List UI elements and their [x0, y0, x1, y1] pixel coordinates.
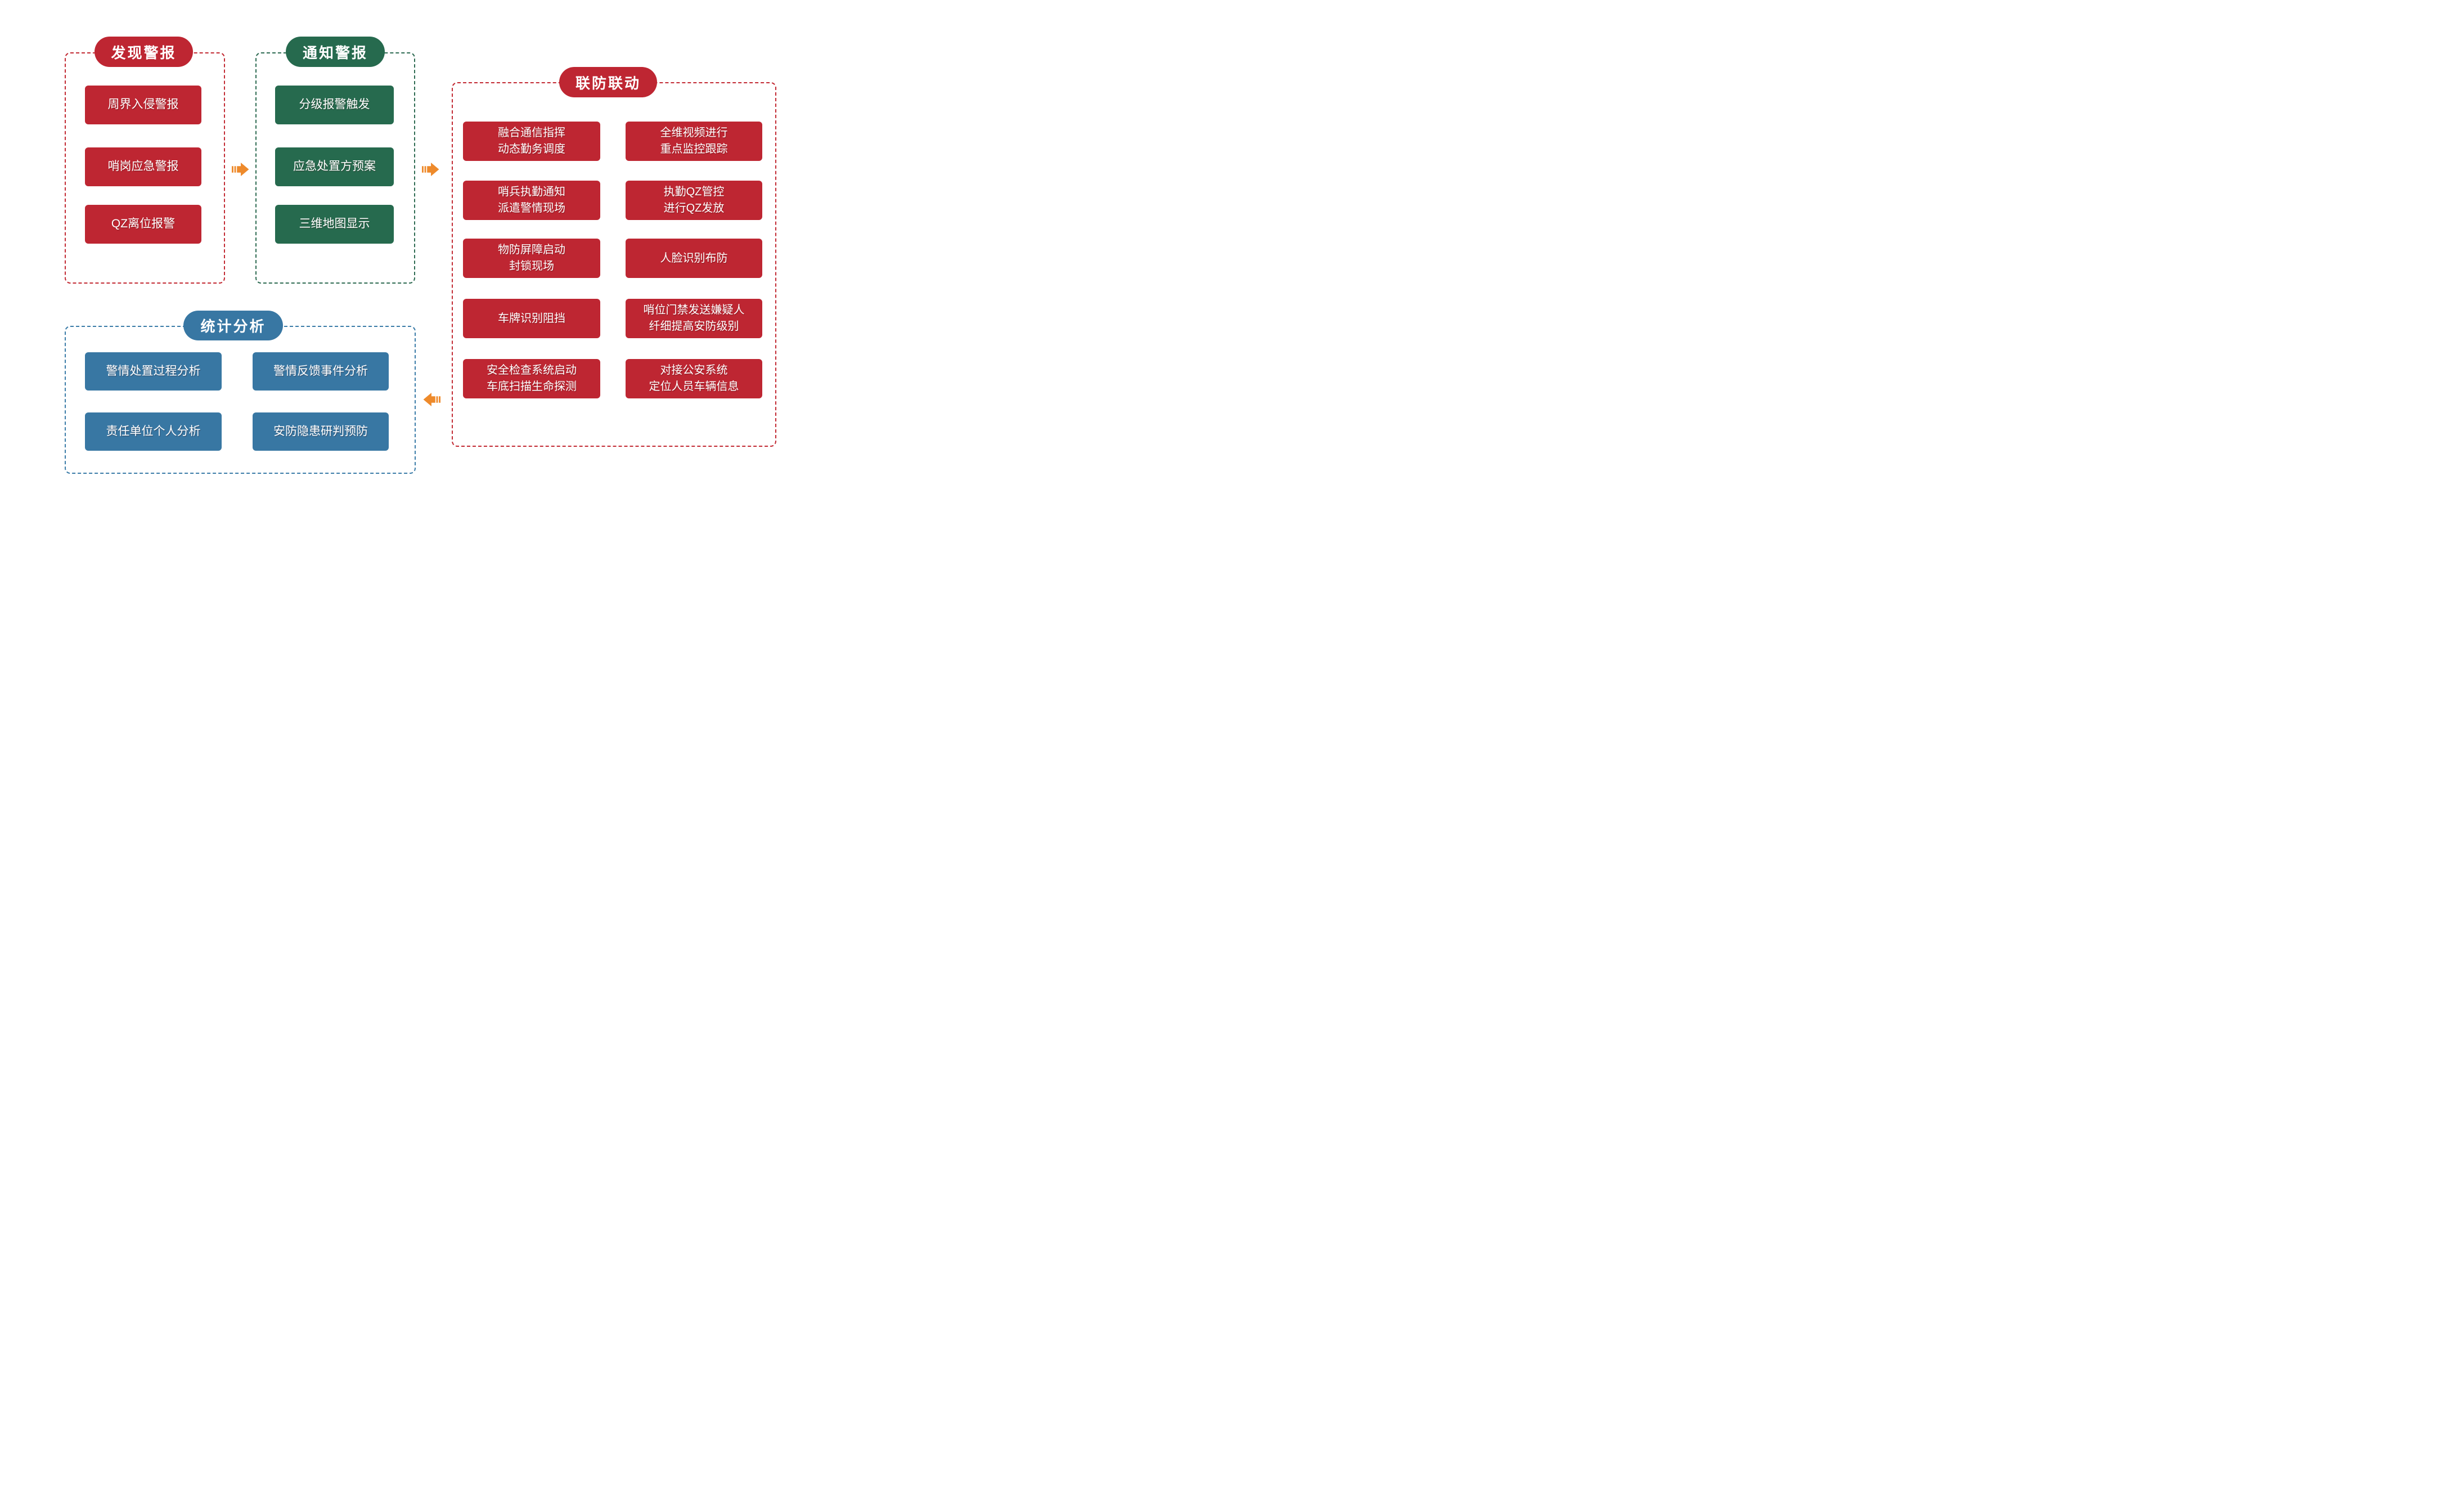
stats-item-box: 责任单位个人分析 [85, 412, 222, 451]
flow-arrow-right-icon [422, 162, 439, 177]
linkage-item-box: 执勤QZ管控 进行QZ发放 [626, 181, 762, 220]
notify-group-title: 通知警报 [286, 37, 385, 67]
linkage-item-box: 对接公安系统 定位人员车辆信息 [626, 359, 762, 398]
discover-item-box: 哨岗应急警报 [85, 147, 201, 186]
stats-group-frame [65, 326, 416, 474]
security-alarm-flow-diagram: 发现警报 周界入侵警报 哨岗应急警报 QZ离位报警 通知警报 分级报警触发 应急… [0, 0, 821, 498]
linkage-item-box: 车牌识别阻挡 [463, 299, 600, 338]
flow-arrow-left-icon [423, 392, 440, 407]
linkage-group-title: 联防联动 [559, 67, 657, 97]
linkage-item-box: 安全检查系统启动 车底扫描生命探测 [463, 359, 600, 398]
notify-item-box: 应急处置方预案 [275, 147, 394, 186]
linkage-item-box: 融合通信指挥 动态勤务调度 [463, 122, 600, 161]
discover-group-title: 发现警报 [95, 37, 193, 67]
notify-item-box: 分级报警触发 [275, 86, 394, 124]
linkage-item-box: 人脸识别布防 [626, 239, 762, 278]
linkage-item-box: 全维视频进行 重点监控跟踪 [626, 122, 762, 161]
discover-item-box: 周界入侵警报 [85, 86, 201, 124]
discover-item-box: QZ离位报警 [85, 205, 201, 244]
linkage-item-box: 物防屏障启动 封锁现场 [463, 239, 600, 278]
stats-item-box: 安防隐患研判预防 [253, 412, 389, 451]
stats-item-box: 警情处置过程分析 [85, 352, 222, 391]
stats-group-title: 统计分析 [183, 311, 283, 340]
linkage-item-box: 哨位门禁发送嫌疑人 纤细提高安防级别 [626, 299, 762, 338]
stats-item-box: 警情反馈事件分析 [253, 352, 389, 391]
linkage-item-box: 哨兵执勤通知 派遣警情现场 [463, 181, 600, 220]
notify-item-box: 三维地图显示 [275, 205, 394, 244]
flow-arrow-right-icon [232, 162, 249, 177]
